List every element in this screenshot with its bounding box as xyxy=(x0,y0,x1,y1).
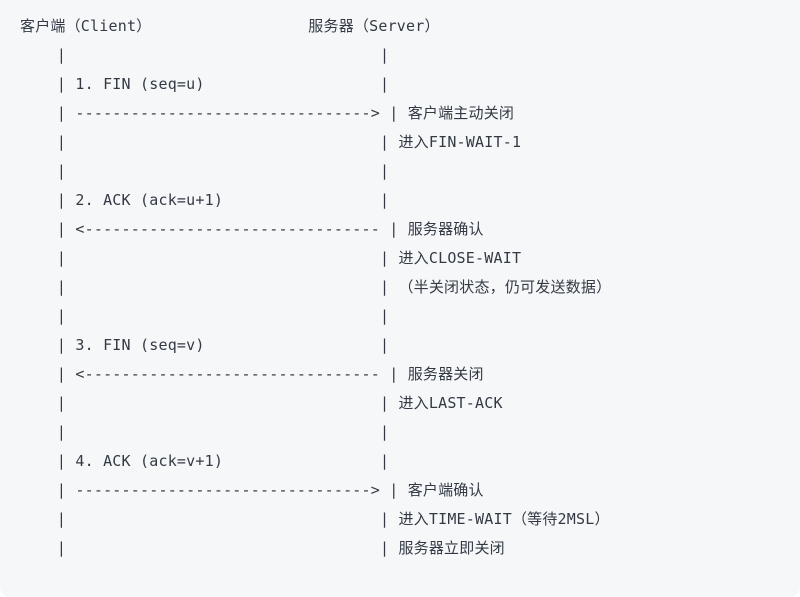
diagram-line: | | xyxy=(20,162,390,180)
tcp-four-way-handshake-diagram: 客户端（Client） 服务器（Server） | | | 1. FIN (se… xyxy=(20,12,611,563)
diagram-line: | <-------------------------------- | 服务… xyxy=(20,365,484,383)
diagram-line: | | 进入TIME-WAIT（等待2MSL） xyxy=(20,510,610,528)
diagram-line: | 4. ACK (ack=v+1) | xyxy=(20,452,390,470)
diagram-line: | | 进入CLOSE-WAIT xyxy=(20,249,522,267)
header-line: 客户端（Client） 服务器（Server） xyxy=(20,17,440,35)
diagram-line: | | （半关闭状态，仍可发送数据） xyxy=(20,278,612,296)
diagram-line: | --------------------------------> | 客户… xyxy=(20,481,484,499)
diagram-line: | | 服务器立即关闭 xyxy=(20,539,505,557)
diagram-line: | 3. FIN (seq=v) | xyxy=(20,336,390,354)
diagram-line: | --------------------------------> | 客户… xyxy=(20,104,515,122)
diagram-line: | | xyxy=(20,46,390,64)
diagram-line: | | 进入FIN-WAIT-1 xyxy=(20,133,522,151)
diagram-line: | 2. ACK (ack=u+1) | xyxy=(20,191,390,209)
diagram-line: | | xyxy=(20,423,390,441)
diagram-line: | 1. FIN (seq=u) | xyxy=(20,75,390,93)
diagram-line: | | 进入LAST-ACK xyxy=(20,394,503,412)
diagram-line: | | xyxy=(20,307,390,325)
diagram-line: | <-------------------------------- | 服务… xyxy=(20,220,484,238)
